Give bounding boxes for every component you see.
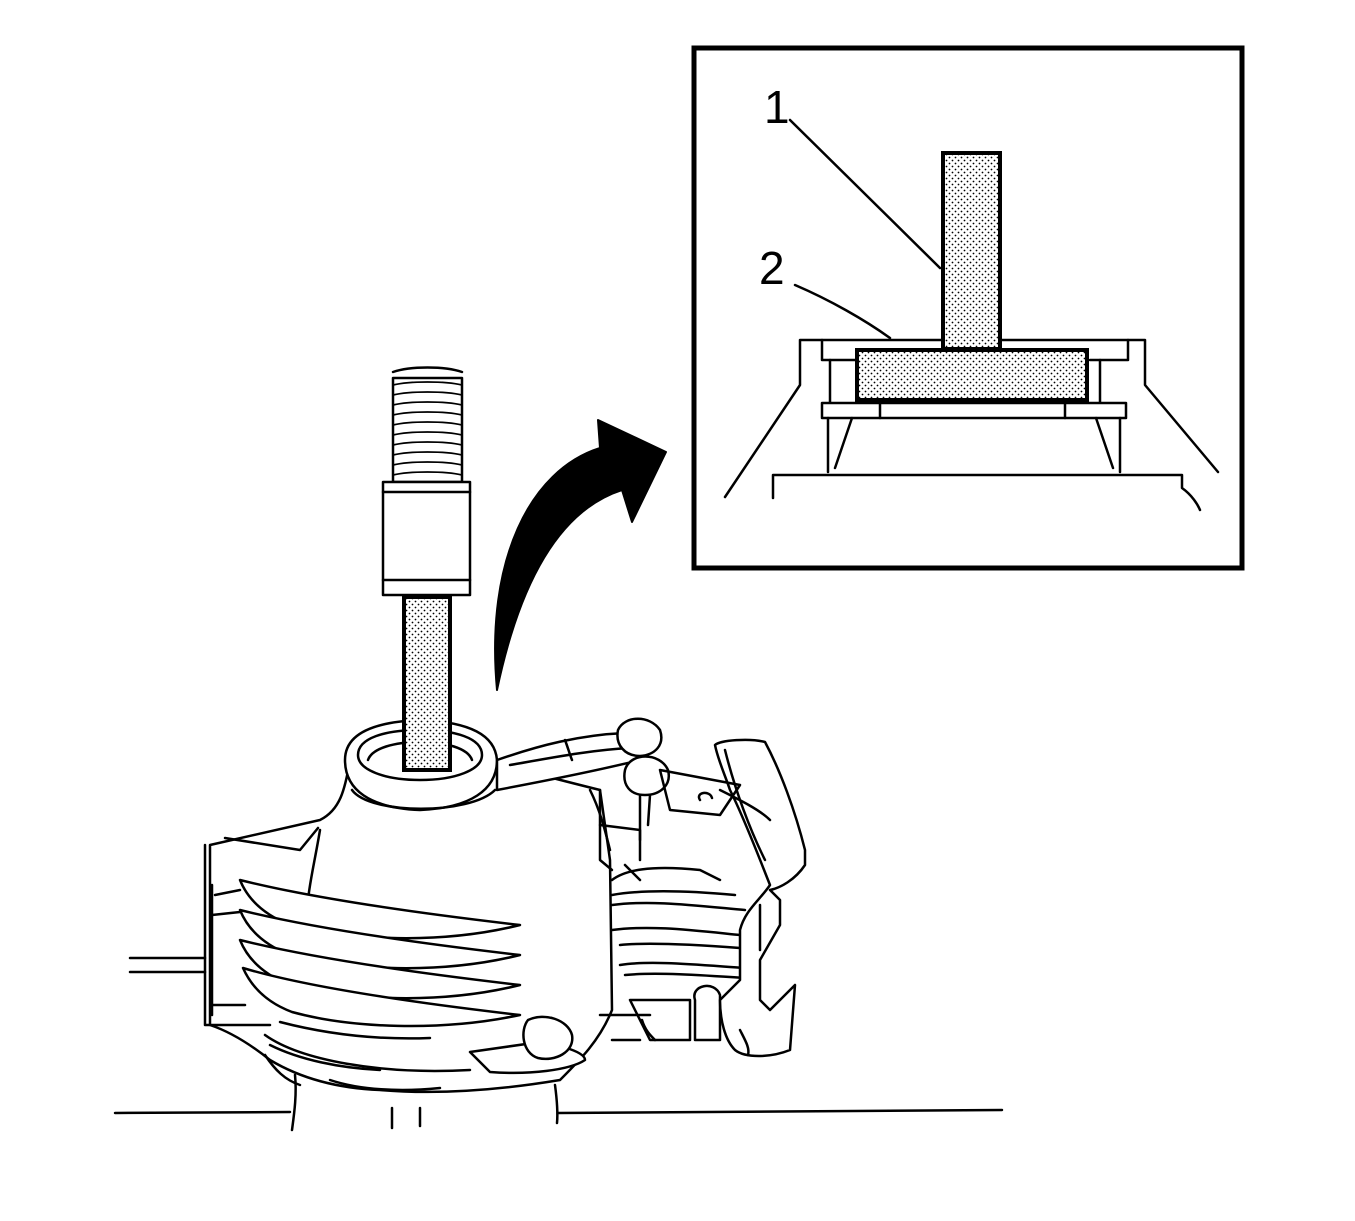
floor-line — [113, 956, 1004, 1132]
installer-tool-part-1 — [941, 151, 1002, 351]
zoom-arrow-icon — [494, 419, 667, 691]
detail-inset: 1 2 — [691, 45, 1245, 571]
leader-line-1 — [788, 118, 942, 270]
differential-housing — [203, 717, 807, 1094]
callout-2: 2 — [759, 242, 785, 294]
seal-part-2 — [855, 348, 1089, 402]
callout-1: 1 — [764, 81, 790, 133]
leader-line-2 — [793, 283, 892, 340]
press-tool — [381, 366, 472, 772]
